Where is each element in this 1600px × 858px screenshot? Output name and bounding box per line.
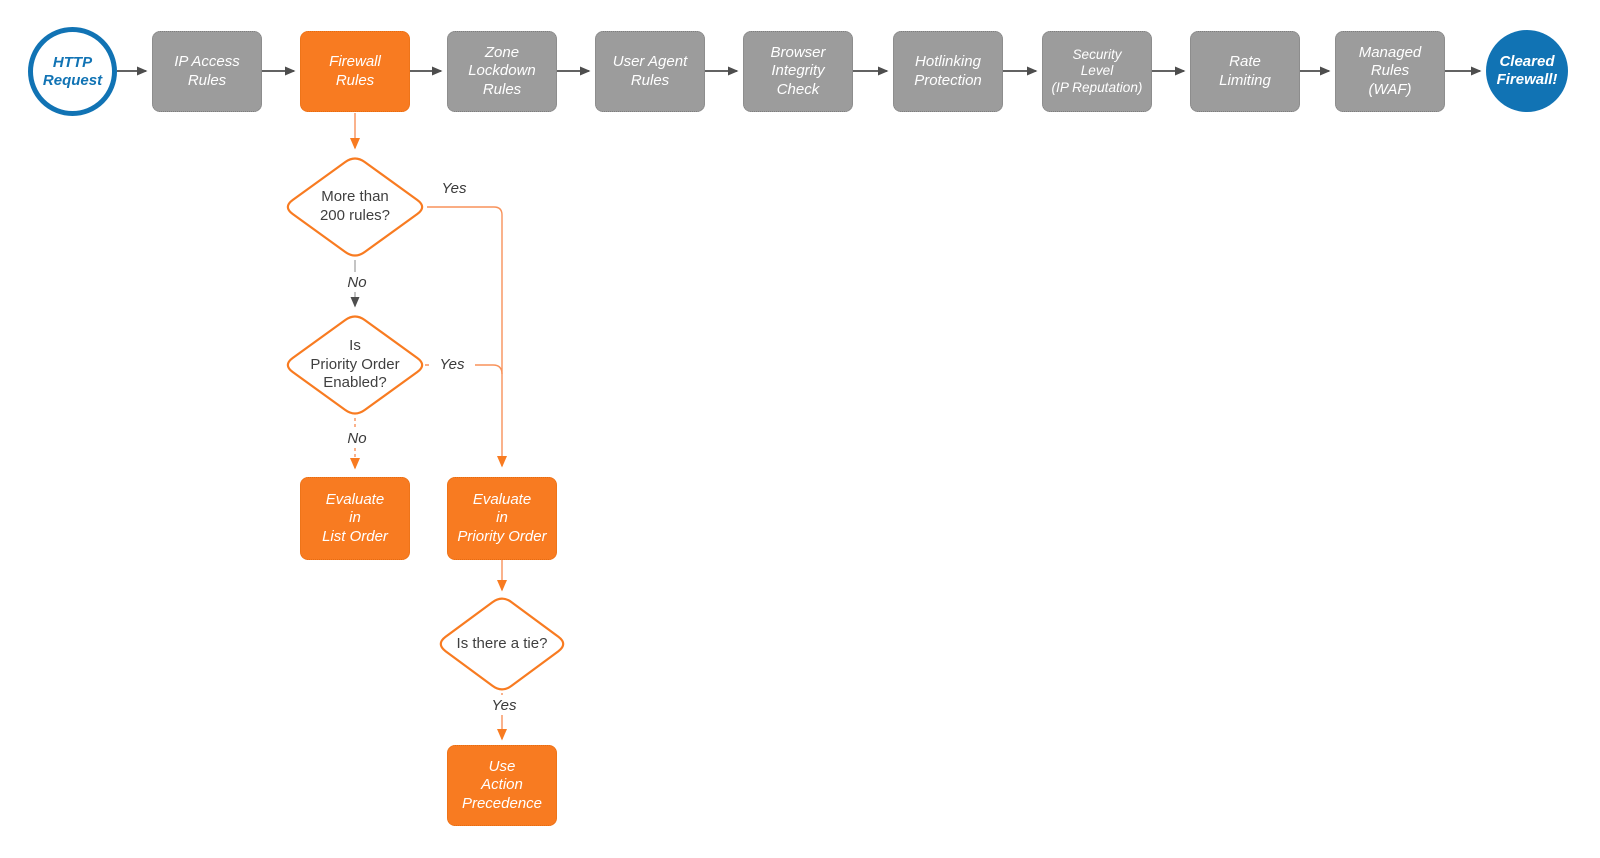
edge-label-yes-d2: Yes (429, 354, 475, 374)
edge-d1-yes (427, 206, 507, 468)
node-browser-integrity-check: Browser Integrity Check (743, 31, 853, 112)
node-security-level: Security Level (IP Reputation) (1042, 31, 1152, 112)
node-zone-lockdown-rules: Zone Lockdown Rules (447, 31, 557, 112)
node-cleared-firewall: Cleared Firewall! (1486, 30, 1568, 112)
decision-more-than-200-rules: More than 200 rules? (319, 188, 391, 224)
shape-diamond-more-than-200 (286, 157, 424, 257)
node-firewall-rules: Firewall Rules (300, 31, 410, 112)
decision-priority-order-enabled: Is Priority Order Enabled? (310, 336, 400, 392)
node-managed-rules-waf: Managed Rules (WAF) (1335, 31, 1445, 112)
edge-label-no-d1: No (338, 272, 376, 292)
node-user-agent-rules: User Agent Rules (595, 31, 705, 112)
node-rate-limiting: Rate Limiting (1190, 31, 1300, 112)
decision-diamonds (286, 157, 565, 691)
node-http-request: HTTP Request (28, 27, 117, 116)
node-use-action-precedence: Use Action Precedence (447, 745, 557, 826)
edge-label-yes-d1: Yes (431, 178, 477, 198)
edge-label-no-d2: No (338, 428, 376, 448)
shape-diamond-priority-enabled (286, 315, 424, 415)
node-evaluate-in-list-order: Evaluate in List Order (300, 477, 410, 560)
edge-d2-yes (425, 364, 503, 375)
node-hotlinking-protection: Hotlinking Protection (893, 31, 1003, 112)
edge-label-yes-d3: Yes (481, 695, 527, 715)
decision-is-there-a-tie: Is there a tie? (456, 634, 548, 652)
node-evaluate-in-priority-order: Evaluate in Priority Order (447, 477, 557, 560)
node-ip-access-rules: IP Access Rules (152, 31, 262, 112)
shape-diamond-is-there-a-tie (439, 597, 565, 691)
